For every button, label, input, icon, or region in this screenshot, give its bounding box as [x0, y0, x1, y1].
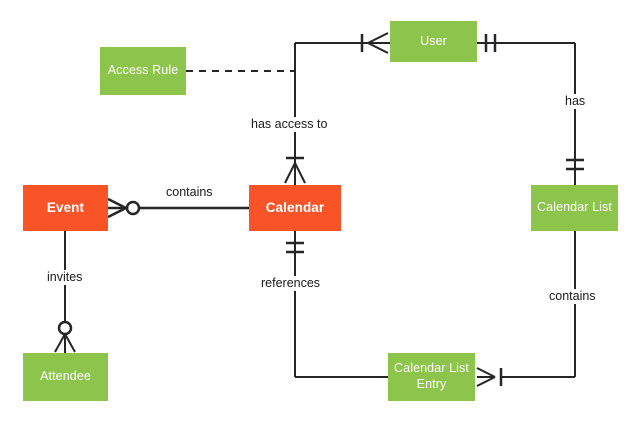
crowsfoot-user-left [360, 32, 389, 54]
crowsfoot-event-right-zero-or-many [107, 197, 141, 219]
edge-label-invites: invites [44, 270, 86, 285]
entity-access-rule[interactable]: Access Rule [100, 47, 186, 95]
connector-user-to-calendar [284, 32, 390, 185]
entity-label-calendar-list: Calendar List [537, 200, 612, 215]
entity-event[interactable]: Event [23, 185, 108, 231]
entity-label-user: User [420, 33, 447, 48]
entity-label-calendar: Calendar [265, 199, 325, 215]
entity-calendar[interactable]: Calendar [249, 185, 341, 231]
cardinality-calendar-list-top-one-only-one [566, 158, 584, 171]
edge-label-references: references [258, 276, 324, 291]
crowsfoot-attendee-top-zero-or-many [54, 320, 76, 353]
entity-calendar-list-entry[interactable]: Calendar List Entry [388, 353, 475, 401]
edge-label-contains-event-calendar: contains [163, 185, 216, 200]
entity-attendee[interactable]: Attendee [23, 353, 108, 401]
connector-event-to-attendee [54, 231, 76, 353]
entity-label-attendee: Attendee [40, 369, 91, 384]
connector-event-to-calendar [107, 197, 249, 219]
entity-label-event: Event [46, 199, 85, 215]
cardinality-user-right-one-only-one [484, 34, 497, 52]
edge-label-contains-calendar-list: contains [546, 289, 599, 304]
crowsfoot-calendar-top [284, 156, 306, 184]
crowsfoot-calendar-list-entry-right [476, 367, 503, 387]
entity-calendar-list[interactable]: Calendar List [531, 185, 618, 231]
connector-calendar-list-to-entry [476, 231, 576, 387]
entity-label-calendar-list-entry: Calendar List Entry [394, 361, 469, 391]
edge-label-has: has [562, 94, 589, 109]
connector-calendar-to-calendar-list-entry [286, 231, 388, 378]
cardinality-calendar-bottom-one-only-one [286, 241, 304, 254]
connector-user-to-calendar-list [477, 34, 584, 185]
entity-label-access-rule: Access Rule [107, 63, 179, 78]
edge-label-has-access-to: has access to [248, 117, 331, 132]
entity-user[interactable]: User [390, 21, 477, 62]
